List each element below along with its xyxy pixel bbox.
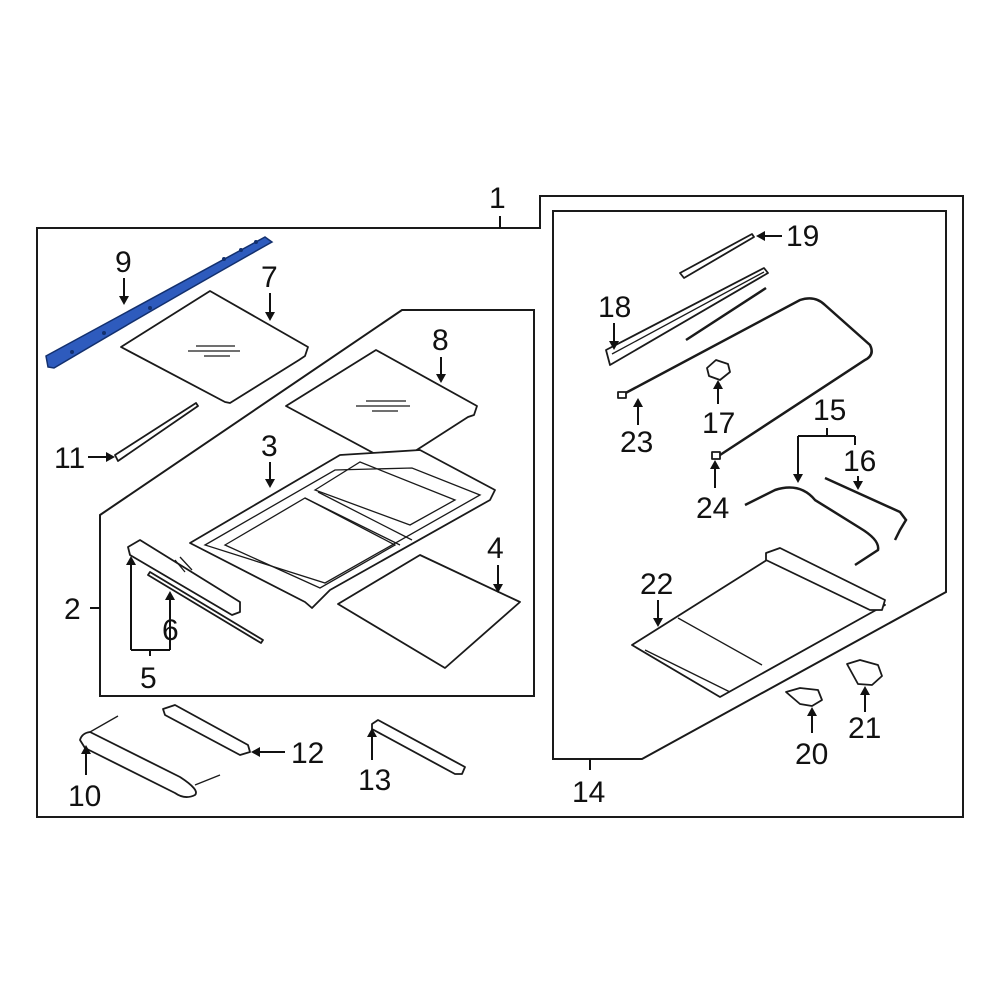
callout-12[interactable]: 12 [291,737,324,770]
part-9-roof-rail[interactable]: 9 [45,236,274,369]
part-7-glass-panel[interactable]: 7 [120,261,309,404]
callout-20[interactable]: 20 [795,738,828,771]
callout-15-16-bracket: 15 16 [793,394,876,490]
part-3-roof-frame[interactable]: 3 [189,430,496,609]
part-19-rail[interactable]: 19 [679,220,819,279]
group-frame-2: 2 [64,309,535,697]
callout-15[interactable]: 15 [813,394,846,427]
callout-24[interactable]: 24 [696,492,729,525]
callout-3[interactable]: 3 [261,430,278,463]
callout-13[interactable]: 13 [358,764,391,797]
part-24-seal[interactable]: 24 [696,451,729,525]
part-8-glass-panel[interactable]: 8 [285,324,478,464]
callout-9[interactable]: 9 [115,246,132,279]
callout-11[interactable]: 11 [54,442,85,475]
part-13-deflector[interactable]: 13 [358,719,466,797]
part-15-drain-assembly[interactable] [744,486,880,567]
part-22-sunshade-roller[interactable]: 22 [631,547,886,698]
callout-4[interactable]: 4 [487,532,504,565]
callout-17[interactable]: 17 [702,407,735,440]
callout-7[interactable]: 7 [261,261,278,294]
part-11-weatherstrip[interactable]: 11 [54,402,199,475]
callout-16[interactable]: 16 [843,445,876,478]
part-10-drain-tube[interactable]: 10 [68,715,221,813]
callout-5[interactable]: 5 [140,662,157,695]
callout-19[interactable]: 19 [786,220,819,253]
callout-5-6-bracket: 6 5 [126,556,179,695]
callout-14[interactable]: 14 [572,776,605,809]
part-18-guide-rail[interactable]: 18 [598,267,769,366]
part-6-seal[interactable] [147,571,264,644]
callout-10[interactable]: 10 [68,780,101,813]
callout-1[interactable]: 1 [489,182,506,215]
group-frame-1: 1 [36,182,964,818]
callout-23[interactable]: 23 [620,426,653,459]
part-20-bracket[interactable]: 20 [785,687,828,771]
part-23-cable[interactable]: 23 [617,286,873,459]
part-16-tube[interactable] [824,476,908,541]
callout-22[interactable]: 22 [640,568,673,601]
part-12-guide[interactable]: 12 [162,704,324,770]
part-4-sunshade-panel[interactable]: 4 [337,532,521,669]
part-17-clip[interactable]: 17 [702,359,735,440]
callout-21[interactable]: 21 [848,712,881,745]
callout-8[interactable]: 8 [432,324,449,357]
group-frame-14: 14 [552,210,947,809]
callout-2[interactable]: 2 [64,593,81,626]
part-5-glass-assembly[interactable] [127,539,241,616]
part-21-bracket[interactable]: 21 [846,659,883,745]
callout-6[interactable]: 6 [162,614,179,647]
callout-18[interactable]: 18 [598,291,631,324]
